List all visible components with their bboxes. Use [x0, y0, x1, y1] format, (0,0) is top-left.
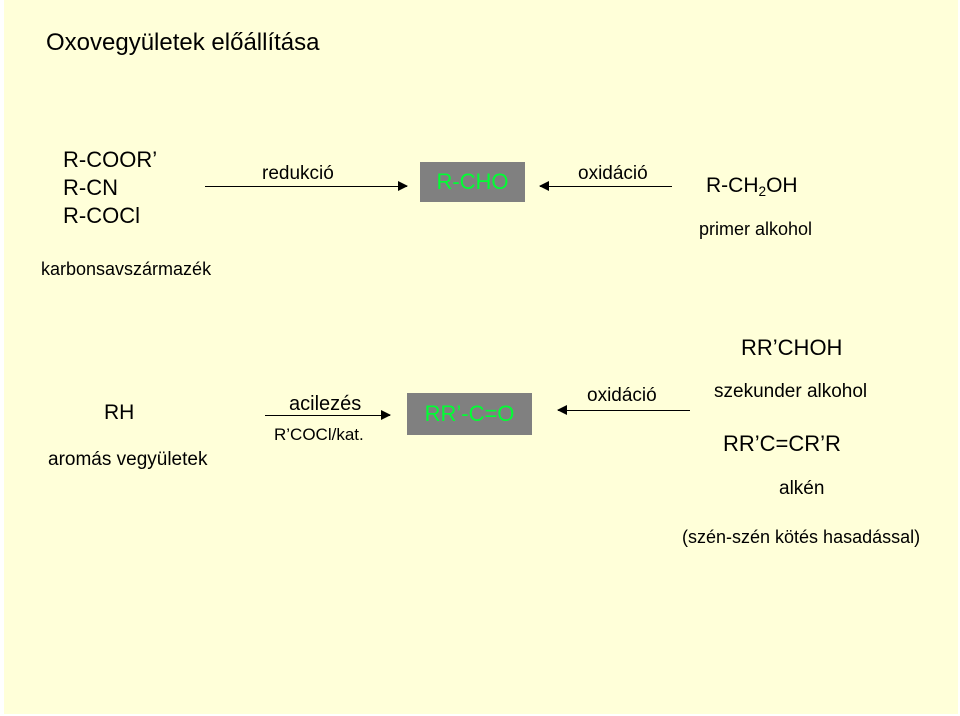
slide-background [4, 0, 958, 714]
source-acid-chloride: R-COCl [63, 203, 140, 228]
source-ester: R-COOR’ [63, 147, 158, 172]
primary-alcohol-formula: R-CH2OH [706, 175, 798, 199]
acylation-arrow [265, 410, 391, 420]
oxidation-label-primary: oxidáció [578, 163, 648, 184]
source-caption-carboxylic-derivative: karbonsavszármazék [41, 259, 212, 279]
acylation-label: acilezés [289, 393, 362, 415]
primary-alcohol-caption: primer alkohol [699, 219, 813, 239]
ketone-product-box: RR’-C=O [407, 393, 532, 435]
source-caption-aromatic: aromás vegyületek [48, 449, 208, 470]
source-aromatic-rh: RH [104, 401, 135, 424]
cleavage-note: (szén-szén kötés hasadással) [682, 527, 921, 547]
primary-alcohol-prefix: R-CH [706, 174, 759, 197]
acylation-reagent: R’COCl/kat. [274, 425, 364, 444]
alkene-caption: alkén [779, 478, 825, 499]
oxidation-label-secondary: oxidáció [587, 385, 657, 406]
secondary-alcohol-formula: RR’CHOH [741, 335, 843, 360]
primary-alcohol-suffix: OH [766, 174, 798, 197]
reduction-arrow [205, 181, 408, 191]
reduction-label: redukció [262, 163, 334, 184]
oxidation-arrow-primary [539, 181, 672, 191]
secondary-alcohol-caption: szekunder alkohol [714, 381, 868, 402]
source-nitrile: R-CN [63, 175, 118, 200]
page-title: Oxovegyületek előállítása [46, 29, 320, 56]
primary-alcohol-subscript: 2 [758, 184, 767, 200]
aldehyde-product-box: R-CHO [420, 162, 525, 202]
oxidation-arrow-secondary [557, 405, 690, 415]
alkene-formula: RR’C=CR’R [723, 431, 841, 456]
